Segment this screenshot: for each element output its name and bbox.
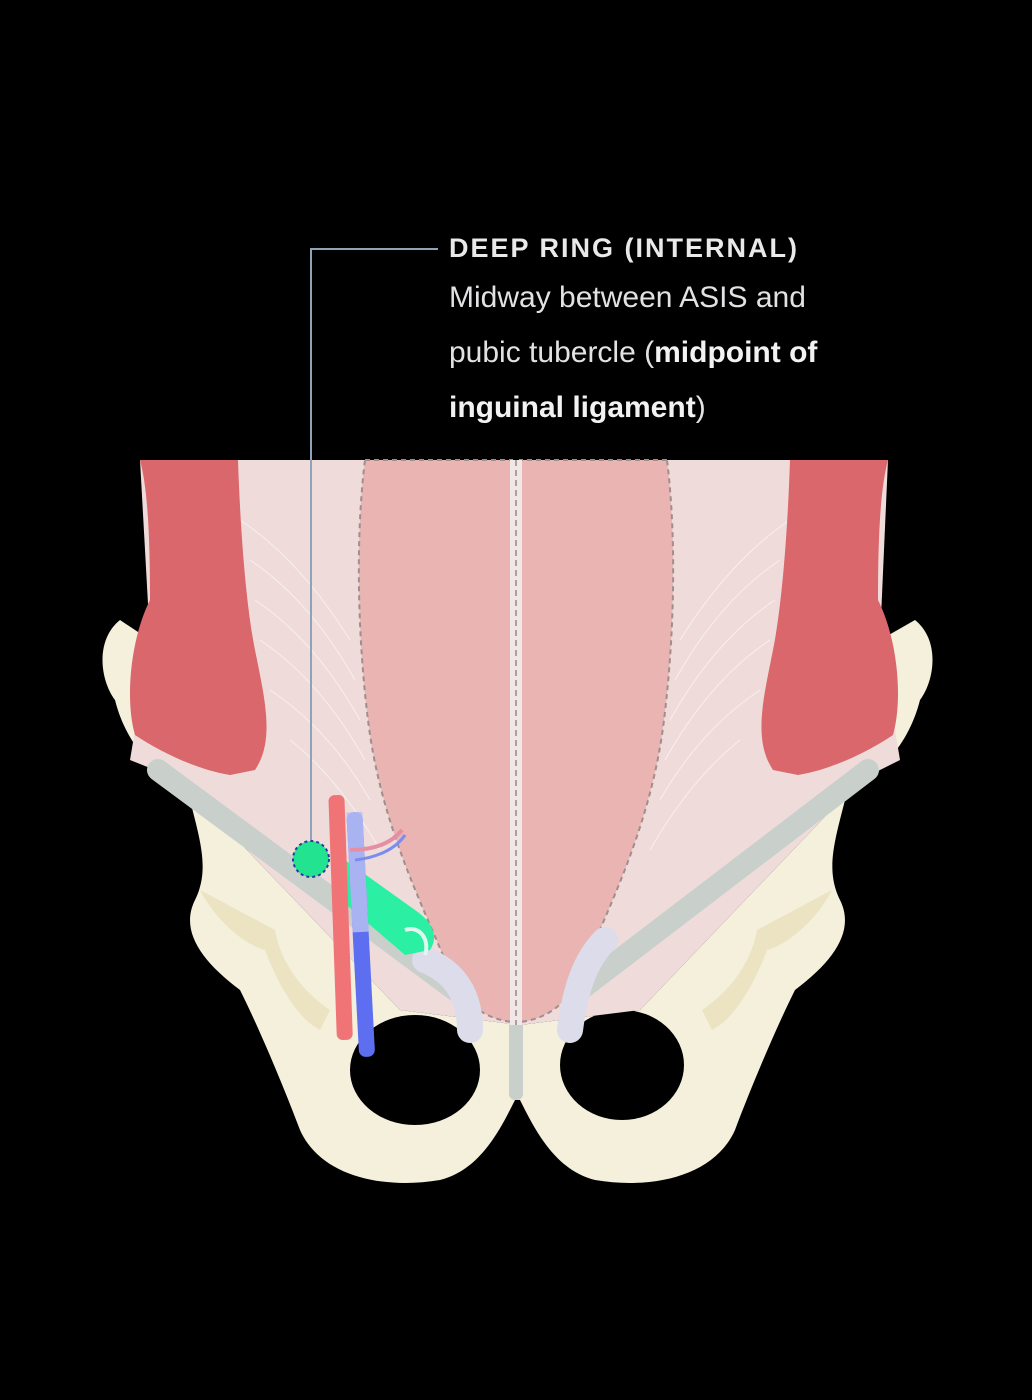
- right-inguinal-ligament: [569, 759, 879, 1001]
- left-rectus-abdominis: [357, 459, 513, 1024]
- annotation-line3-plain: ): [695, 391, 706, 424]
- deep-ring-annotation: DEEP RING (INTERNAL) Midway between ASIS…: [449, 228, 1009, 435]
- annotation-line1: Midway between ASIS and: [449, 281, 806, 314]
- pelvic-bone: [102, 620, 933, 1183]
- right-rectus-abdominis: [519, 459, 675, 1024]
- left-obturator-foramen: [350, 1015, 480, 1125]
- right-external-oblique-muscle: [761, 460, 898, 775]
- annotation-title: DEEP RING (INTERNAL): [449, 233, 800, 263]
- annotation-line3-bold: inguinal ligament: [449, 391, 696, 424]
- inferior-epigastric-artery: [328, 794, 353, 1040]
- right-obturator-foramen: [560, 1010, 684, 1120]
- deep-inguinal-ring: [292, 840, 330, 878]
- left-external-oblique-muscle: [130, 460, 267, 775]
- pubic-symphysis: [509, 1020, 523, 1100]
- annotation-line2-plain: pubic tubercle (: [449, 336, 655, 369]
- annotation-line2-bold: midpoint of: [654, 336, 818, 369]
- leader-line: [310, 248, 438, 840]
- annotation-description: Midway between ASIS and pubic tubercle (…: [449, 270, 1009, 435]
